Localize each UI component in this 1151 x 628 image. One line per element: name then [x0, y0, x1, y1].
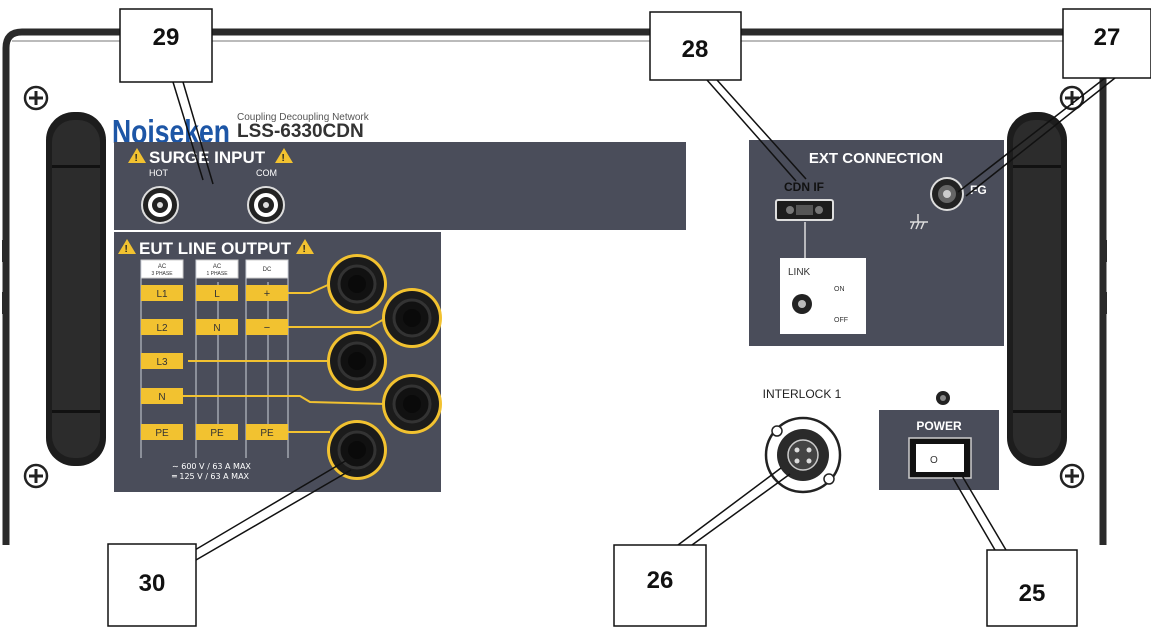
cdn-if-label: CDN IF [784, 180, 824, 194]
cell-plus: + [264, 288, 270, 300]
screw-bottom-left [23, 463, 49, 489]
surge-input-panel: ! SURGE INPUT ! HOT COM [114, 142, 686, 230]
cell-pe-1phase: PE [210, 428, 224, 439]
callout-25-number: 25 [1019, 580, 1046, 607]
callout-27: 27 [1062, 8, 1151, 79]
cell-n-1phase: N [213, 323, 220, 334]
com-label: COM [256, 168, 277, 178]
callout-leaders [172, 77, 1116, 561]
link-label: LINK [788, 267, 811, 278]
handle-left [46, 112, 106, 466]
rating-ac: ∼ 600 V / 63 A MAX [172, 462, 251, 471]
cell-n-3phase: N [158, 392, 165, 403]
cell-pe-3phase: PE [155, 428, 169, 439]
callout-29: 29 [119, 8, 213, 83]
power-indicator-lamp [936, 391, 950, 405]
link-switch[interactable] [792, 294, 812, 314]
link-on-label: ON [834, 286, 845, 293]
surge-input-title: SURGE INPUT [149, 148, 266, 167]
output-terminal-3[interactable] [327, 331, 387, 391]
cell-minus: − [264, 322, 270, 334]
output-terminal-5[interactable] [327, 420, 387, 480]
interlock-label: INTERLOCK 1 [763, 387, 842, 401]
callout-27-number: 27 [1094, 24, 1121, 51]
com-connector[interactable] [247, 186, 285, 224]
eut-output-title: EUT LINE OUTPUT [139, 239, 292, 258]
callout-29-number: 29 [153, 24, 180, 51]
callout-28-number: 28 [682, 36, 709, 63]
interlock-block: INTERLOCK 1 [763, 387, 842, 494]
cell-l1: L1 [156, 289, 168, 300]
power-switch[interactable]: O [908, 437, 972, 479]
eut-output-panel: ! EUT LINE OUTPUT ! AC 3 PHASE AC 1 PHAS… [114, 232, 441, 492]
cell-l: L [214, 289, 220, 300]
cdn-if-connector[interactable] [775, 199, 834, 221]
fg-label: FG [970, 183, 987, 197]
output-terminal-1[interactable] [327, 254, 387, 314]
fg-terminal[interactable] [930, 177, 964, 211]
callout-28: 28 [649, 11, 742, 81]
cell-l2: L2 [156, 323, 168, 334]
hot-connector[interactable] [141, 186, 179, 224]
col1-header-line2: 3 PHASE [151, 271, 173, 277]
col2-header-line2: 1 PHASE [206, 271, 228, 277]
link-off-label: OFF [834, 317, 848, 324]
svg-text:!: ! [303, 244, 306, 255]
power-label: POWER [916, 419, 962, 433]
ext-connection-title: EXT CONNECTION [809, 150, 943, 167]
callout-26-number: 26 [647, 567, 674, 594]
callout-26: 26 [613, 544, 707, 627]
output-terminal-4[interactable] [382, 374, 442, 434]
svg-text:!: ! [282, 153, 285, 164]
brand-model: LSS-6330CDN [237, 121, 364, 142]
col3-header-line1: DC [263, 267, 272, 273]
ground-icon [910, 214, 928, 230]
screw-bottom-right [1059, 463, 1085, 489]
col2-header-line1: AC [213, 264, 222, 270]
rating-dc: ═ 125 V / 63 A MAX [171, 472, 250, 481]
svg-text:!: ! [135, 153, 138, 164]
brand-product-line: Coupling Decoupling Network [237, 112, 370, 123]
output-terminal-2[interactable] [382, 288, 442, 348]
callout-25: 25 [986, 549, 1078, 627]
callout-30-number: 30 [139, 570, 166, 597]
svg-text:!: ! [125, 244, 128, 255]
handle-right [1007, 112, 1067, 466]
cell-l3: L3 [156, 357, 168, 368]
power-block: POWER O [879, 391, 999, 490]
hot-label: HOT [149, 168, 169, 178]
interlock-connector[interactable] [764, 416, 842, 494]
screw-top-left [23, 85, 49, 111]
callout-30: 30 [107, 543, 197, 627]
col1-header-line1: AC [158, 264, 167, 270]
cell-pe-dc: PE [260, 428, 274, 439]
ext-connection-panel: EXT CONNECTION CDN IF FG LINK ON OFF [749, 140, 1004, 346]
screw-top-right [1059, 85, 1085, 111]
power-switch-symbol: O [930, 455, 938, 466]
